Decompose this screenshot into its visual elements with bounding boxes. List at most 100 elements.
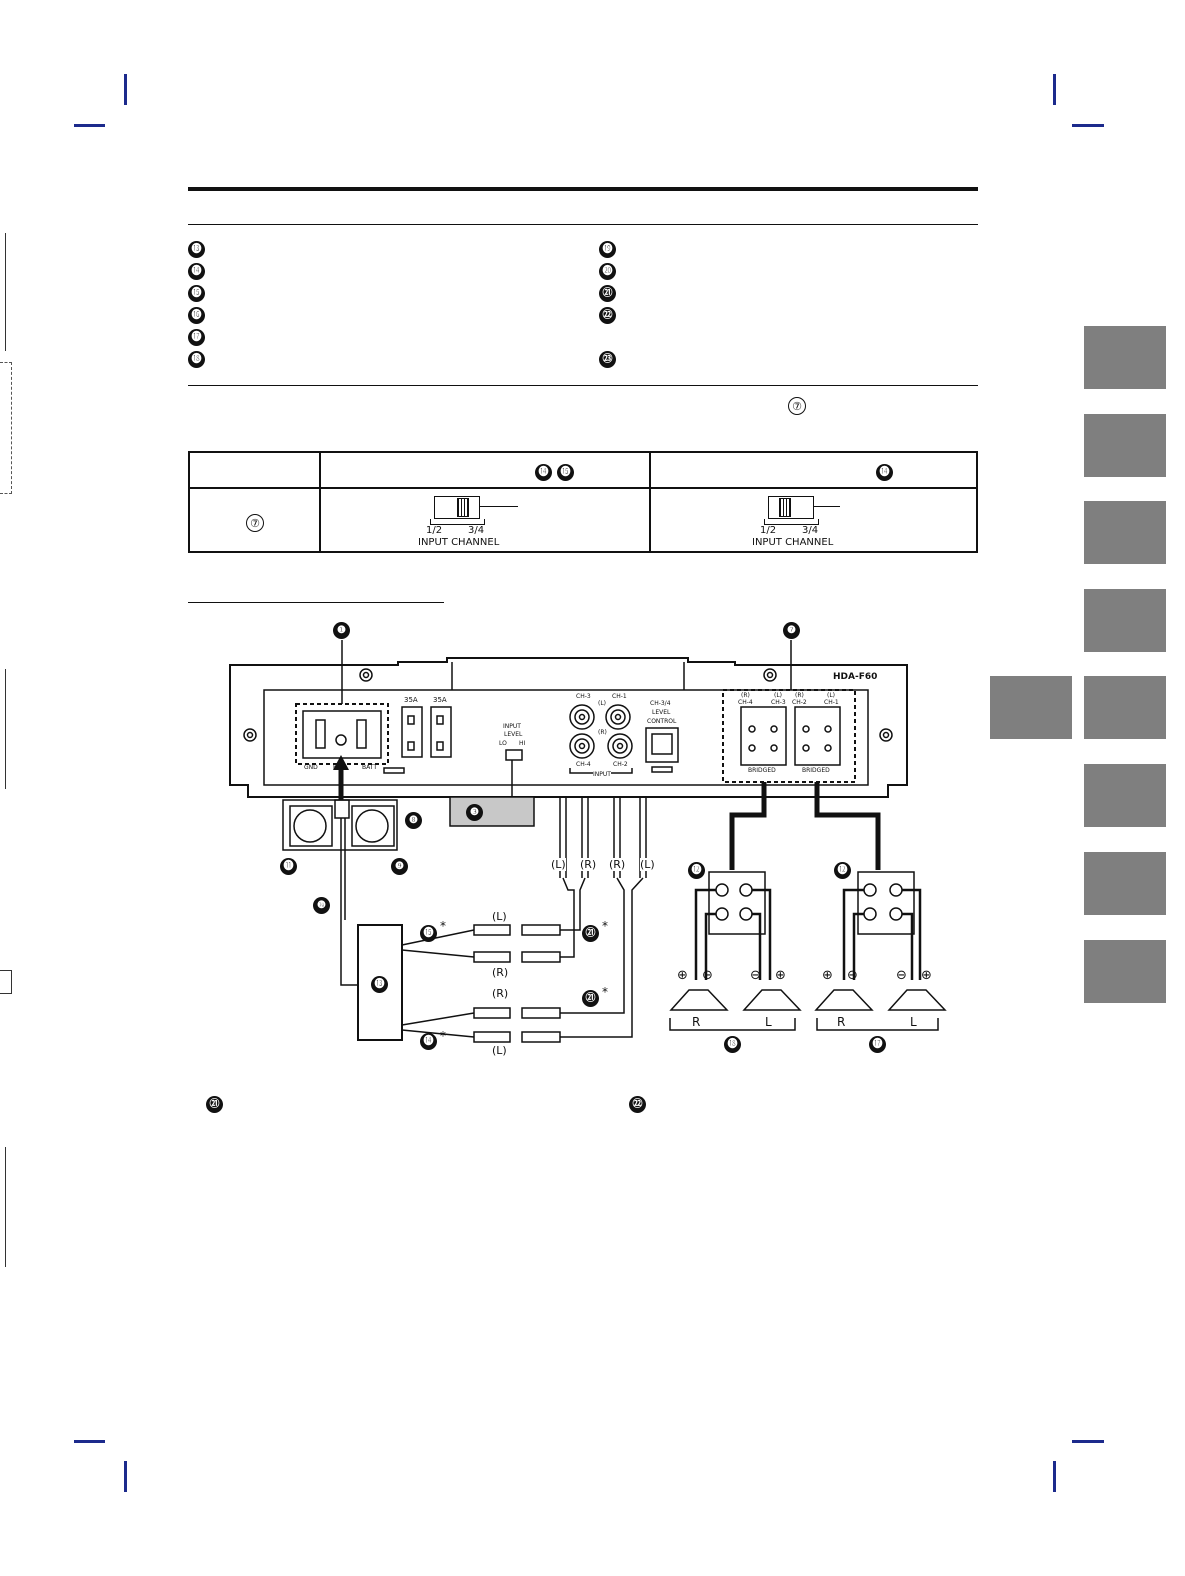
- cable-label: (L): [492, 1044, 507, 1057]
- polarity-symbol: ⊕: [921, 968, 932, 983]
- crop-mark: [74, 124, 105, 127]
- col2-marker-a: ⓮: [535, 464, 552, 481]
- section-tab[interactable]: [1084, 589, 1166, 652]
- legend-marker: ⓲: [188, 351, 205, 368]
- jack-label: (R): [598, 729, 607, 736]
- switch-left-label: 1/2: [760, 525, 777, 536]
- legend-marker: ⓱: [188, 329, 205, 346]
- section-tab[interactable]: [1084, 940, 1166, 1003]
- speaker-terminal-label: (R): [741, 692, 750, 699]
- callout-17: ⓱: [869, 1036, 886, 1053]
- speaker-label: R: [692, 1015, 701, 1029]
- switch-illustration-a: [434, 496, 480, 519]
- switch-caption: INPUT CHANNEL: [418, 537, 500, 548]
- bridged-label: BRIDGED: [748, 767, 776, 774]
- section-tab[interactable]: [1084, 852, 1166, 915]
- speaker-terminal-label: CH-3: [771, 699, 786, 706]
- legend-marker: ⓳: [599, 241, 616, 258]
- edge-artifact: [0, 362, 12, 494]
- asterisk: *: [602, 985, 608, 999]
- speaker-label: L: [910, 1015, 917, 1029]
- asterisk: *: [602, 919, 608, 933]
- jack-label: CH-3: [576, 693, 591, 700]
- switch-illustration-b: [768, 496, 814, 519]
- cable-label: (R): [492, 966, 509, 979]
- polarity-symbol: ⊕: [677, 968, 688, 983]
- callout-8: ❽: [405, 812, 422, 829]
- crop-mark: [1072, 124, 1104, 127]
- note-marker: ⑦: [788, 397, 806, 415]
- speaker-label: R: [837, 1015, 846, 1029]
- section-tab[interactable]: [1084, 326, 1166, 389]
- polarity-symbol: ⊖: [750, 968, 761, 983]
- col2-marker-b: ⓯: [557, 464, 574, 481]
- model-label: HDA-F60: [833, 672, 878, 682]
- input-level-label: INPUT: [503, 723, 521, 730]
- asterisk: *: [440, 1029, 446, 1043]
- crop-mark: [74, 1440, 105, 1443]
- cable-label: (R): [492, 987, 509, 1000]
- fuse-label: 35A: [433, 696, 447, 704]
- crop-mark: [124, 74, 127, 105]
- gnd-label: GND: [304, 764, 318, 771]
- crop-mark: [124, 1461, 127, 1492]
- footnote-marker: ㉑: [206, 1096, 223, 1113]
- callout-1: ❶: [333, 622, 350, 639]
- legend-rule: [188, 385, 978, 386]
- legend-marker: ⓰: [188, 307, 205, 324]
- switch-left-label: 1/2: [426, 525, 443, 536]
- cable-label: (R): [609, 858, 626, 871]
- legend-marker: ㉑: [599, 285, 616, 302]
- input-level-label: LEVEL: [504, 731, 523, 738]
- footnote-marker: ㉒: [629, 1096, 646, 1113]
- asterisk: *: [440, 919, 446, 933]
- switch-right-label: 3/4: [468, 525, 485, 536]
- jack-label: CH-4: [576, 761, 591, 768]
- polarity-symbol: ⊖: [896, 968, 907, 983]
- hi-label: HI: [519, 740, 526, 747]
- switch-right-label: 3/4: [802, 525, 819, 536]
- callout-10: ❿: [313, 897, 330, 914]
- crop-mark: [1053, 1461, 1056, 1492]
- speaker-terminal-label: (L): [827, 692, 836, 699]
- edge-artifact: [0, 669, 6, 789]
- section-underline: [188, 602, 444, 603]
- callout-7: ❼: [783, 622, 800, 639]
- section-tab[interactable]: [1084, 676, 1166, 739]
- rem-label: REM: [333, 764, 347, 771]
- legend-marker: ㉓: [599, 351, 616, 368]
- cable-label: (L): [492, 910, 507, 923]
- header-rule-thin: [188, 224, 978, 225]
- polarity-symbol: ⊕: [775, 968, 786, 983]
- callout-12b: ⓬: [834, 862, 851, 879]
- jack-label: (L): [598, 700, 607, 707]
- cable-label: (L): [640, 858, 655, 871]
- cable-label: (L): [551, 858, 566, 871]
- polarity-symbol: ⊖: [847, 968, 858, 983]
- polarity-symbol: ⊕: [822, 968, 833, 983]
- section-tab[interactable]: [1084, 414, 1166, 477]
- callout-14: ⓮: [420, 1033, 437, 1050]
- jack-label: CH-1: [612, 693, 627, 700]
- jack-label: CH-2: [613, 761, 628, 768]
- callout-13: ⓭: [371, 976, 388, 993]
- header-rule-thick: [188, 187, 978, 191]
- speaker-terminal-label: CH-4: [738, 699, 753, 706]
- legend-marker: ⓭: [188, 241, 205, 258]
- switch-pointer: [814, 506, 840, 507]
- section-tab[interactable]: [1084, 501, 1166, 564]
- crop-mark: [1072, 1440, 1104, 1443]
- section-tab[interactable]: [1084, 764, 1166, 827]
- edge-artifact: [0, 970, 12, 994]
- level-control-label: CH-3/4: [650, 700, 671, 707]
- legend-marker: ㉒: [599, 307, 616, 324]
- level-control-label: LEVEL: [652, 709, 671, 716]
- section-tab-active[interactable]: [990, 676, 1072, 739]
- callout-21a: ㉑: [582, 925, 599, 942]
- batt-label: BATT: [362, 764, 377, 771]
- legend-marker: ⓮: [188, 263, 205, 280]
- col3-marker: ⓮: [876, 464, 893, 481]
- callout-3: ❸: [466, 804, 483, 821]
- legend-marker: ⓯: [188, 285, 205, 302]
- speaker-terminal-label: (R): [795, 692, 804, 699]
